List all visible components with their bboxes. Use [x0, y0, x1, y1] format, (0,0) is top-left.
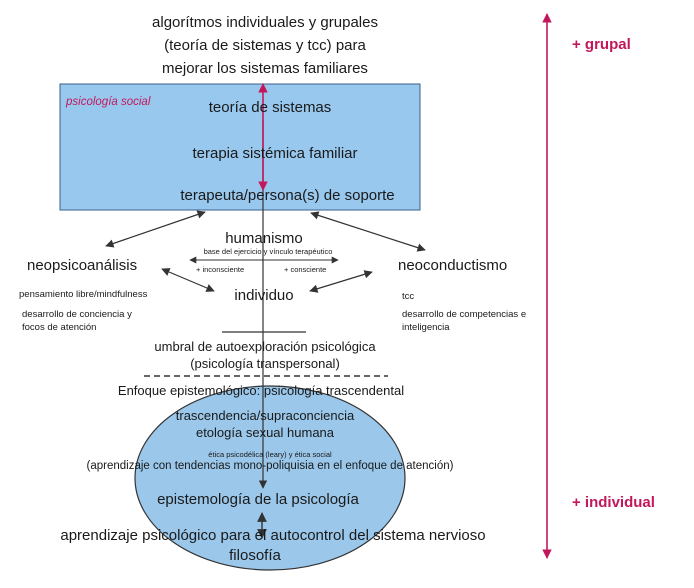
title-line-2: (teoría de sistemas y tcc) para [164, 37, 366, 54]
neopsychoanalysis-label: neopsicoanálisis [27, 257, 138, 274]
epistemology-label: epistemología de la psicología [157, 491, 359, 508]
epistemic-focus: Enfoque epistemológico: psicología trasc… [117, 383, 405, 398]
bottom-line-1: aprendizaje psicológico para el autocont… [60, 527, 486, 544]
threshold-line-2: (psicología transpersonal) [190, 356, 340, 371]
right-individual-arrow [309, 270, 373, 293]
box-item-systems-theory: teoría de sistemas [208, 99, 332, 116]
box-item-family-therapy: terapia sistémica familiar [192, 145, 358, 162]
left-note-awareness-2: focos de atención [22, 322, 97, 333]
left-note-mindfulness: pensamiento libre/mindfulness [19, 289, 148, 300]
unconscious-label: + inconsciente [196, 265, 245, 274]
box-item-support-persons: terapeuta/persona(s) de soporte [180, 187, 395, 204]
bottom-line-2: filosofía [229, 547, 281, 564]
transcendental-ellipse [134, 385, 406, 571]
individual-label: individuo [234, 287, 294, 304]
threshold-line-1: umbral de autoexploración psicológica [154, 339, 376, 354]
social-psychology-box [59, 83, 421, 211]
base-note: base del ejercicio y vínculo terapéutico [203, 247, 333, 256]
learning-label: (aprendizaje con tendencias mono-poliqui… [86, 460, 454, 472]
left-note-awareness-1: desarrollo de conciencia y [22, 309, 132, 320]
group-axis-label: + grupal [572, 36, 631, 53]
box-left-arrow [105, 210, 206, 248]
left-individual-arrow [161, 268, 215, 292]
individual-axis-label: + individual [572, 494, 655, 511]
right-note-competencies-2: inteligencia [402, 322, 450, 333]
conscious-label: + consciente [284, 265, 327, 274]
humanism-label: humanismo [225, 230, 303, 247]
ethics-label: ética psicodélica (leary) y ética social [208, 450, 332, 459]
box-right-arrow [310, 211, 426, 252]
box-tag: psicología social [66, 96, 151, 108]
title-line-1: algorítmos individuales y grupales [152, 14, 378, 31]
neobehaviorism-label: neoconductismo [398, 257, 508, 274]
transcendence-label: trascendencia/supraconciencia [175, 408, 355, 423]
right-note-competencies-1: desarrollo de competencias e [402, 309, 527, 320]
ethology-label: etología sexual humana [195, 425, 335, 440]
title-line-3: mejorar los sistemas familiares [162, 60, 368, 77]
right-note-cbt: tcc [402, 291, 415, 302]
